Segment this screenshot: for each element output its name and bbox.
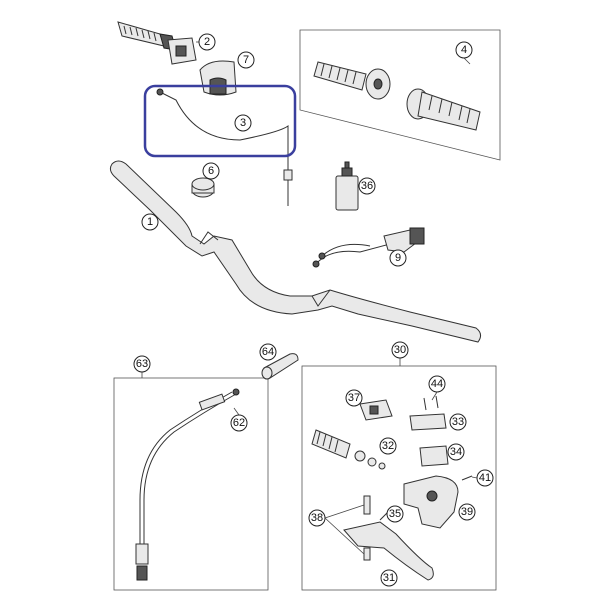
callout-38: 38 xyxy=(308,509,326,527)
callout-35: 35 xyxy=(386,505,404,523)
grip-right xyxy=(406,88,481,131)
grips-box xyxy=(299,29,501,161)
rubber-plug xyxy=(261,353,299,380)
throttle-cable xyxy=(156,88,293,206)
svg-text:2: 2 xyxy=(204,36,210,48)
svg-text:62: 62 xyxy=(233,417,245,429)
svg-text:35: 35 xyxy=(389,508,401,520)
svg-text:37: 37 xyxy=(348,392,360,404)
svg-text:41: 41 xyxy=(479,472,491,484)
callout-63: 63 xyxy=(133,355,151,373)
clutch-cable-box xyxy=(113,377,269,591)
throttle-grip-assembly xyxy=(117,21,197,65)
svg-text:3: 3 xyxy=(240,117,246,129)
svg-text:6: 6 xyxy=(208,165,214,177)
bushing xyxy=(191,177,215,198)
svg-text:31: 31 xyxy=(383,572,395,584)
callout-34: 34 xyxy=(447,443,465,461)
callout-7: 7 xyxy=(237,51,255,69)
svg-text:39: 39 xyxy=(461,506,473,518)
callout-33: 33 xyxy=(449,413,467,431)
callout-36: 36 xyxy=(358,177,376,195)
svg-text:9: 9 xyxy=(395,252,401,264)
svg-text:38: 38 xyxy=(311,512,323,524)
callout-2: 2 xyxy=(198,33,216,51)
callout-62: 62 xyxy=(230,414,248,432)
callout-9: 9 xyxy=(389,249,407,267)
svg-text:30: 30 xyxy=(394,344,406,356)
svg-text:7: 7 xyxy=(243,54,249,66)
svg-text:1: 1 xyxy=(147,216,153,228)
svg-text:33: 33 xyxy=(452,416,464,428)
callout-37: 37 xyxy=(345,389,363,407)
clutch-lever-assembly xyxy=(311,395,473,581)
callout-30: 30 xyxy=(391,341,409,359)
callout-64: 64 xyxy=(259,343,277,361)
svg-text:63: 63 xyxy=(136,358,148,370)
callout-3: 3 xyxy=(234,114,252,132)
callout-32: 32 xyxy=(379,437,397,455)
callout-41: 41 xyxy=(476,469,494,487)
svg-text:44: 44 xyxy=(431,378,443,390)
highlight-box xyxy=(143,84,297,158)
callout-6: 6 xyxy=(202,162,220,180)
callout-1: 1 xyxy=(141,213,159,231)
grip-left xyxy=(313,61,391,100)
callout-4: 4 xyxy=(455,41,473,59)
callout-44: 44 xyxy=(428,375,446,393)
svg-text:34: 34 xyxy=(450,446,462,458)
callout-39: 39 xyxy=(458,503,476,521)
handlebar xyxy=(109,160,482,343)
svg-text:36: 36 xyxy=(361,180,373,192)
kill-switch xyxy=(312,227,425,268)
svg-text:64: 64 xyxy=(262,346,274,358)
callout-31: 31 xyxy=(380,569,398,587)
svg-text:4: 4 xyxy=(461,44,467,56)
throttle-cover xyxy=(199,60,237,96)
lubricant-bottle xyxy=(335,161,359,211)
clutch-lever-box xyxy=(301,365,497,591)
svg-text:32: 32 xyxy=(382,440,394,452)
clutch-cable xyxy=(135,388,240,581)
